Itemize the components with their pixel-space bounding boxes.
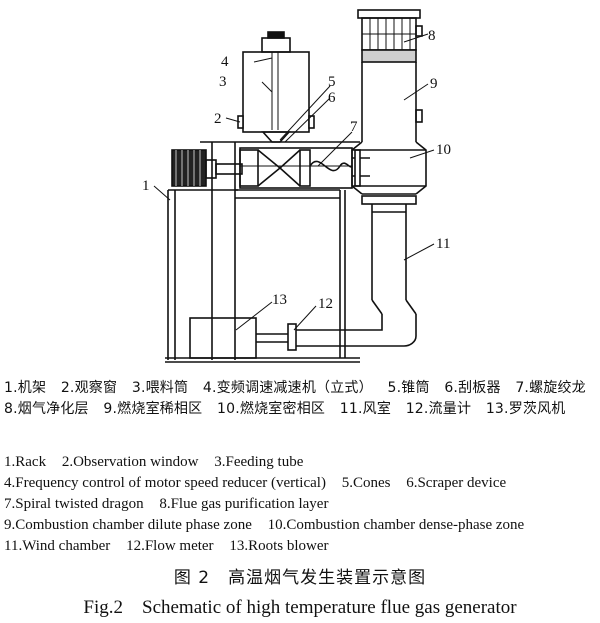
- callout-5: 5: [328, 74, 336, 90]
- legend-chinese: 1.机架 2.观察窗 3.喂料筒 4.变频调速减速机（立式） 5.锥筒 6.刮板…: [4, 378, 598, 420]
- legend-en-item: 1.Rack: [4, 454, 47, 470]
- legend-en-item: 6.Scraper device: [406, 475, 507, 491]
- callout-9: 9: [430, 76, 438, 92]
- motor: [171, 149, 243, 187]
- legend-cn-item: 5.锥筒: [387, 380, 430, 396]
- legend-en-item: 2.Observation window: [61, 454, 199, 470]
- air-duct: [256, 314, 417, 351]
- figure-caption-english: Fig.2 Schematic of high temperature flue…: [83, 597, 517, 618]
- callout-3: 3: [219, 74, 227, 90]
- callout-2: 2: [214, 111, 222, 127]
- legend-en-item: 10.Combustion chamber dense-phase zone: [267, 517, 525, 533]
- legend-en-item: 11.Wind chamber: [4, 538, 111, 554]
- callout-13: 13: [272, 292, 287, 308]
- callout-6: 6: [328, 90, 336, 106]
- legend-en-item: 4.Frequency control of motor speed reduc…: [4, 475, 326, 491]
- callout-8: 8: [428, 28, 436, 44]
- legend-cn-item: 2.观察窗: [60, 380, 118, 396]
- callout-10: 10: [436, 142, 451, 158]
- legend-en-item: 13.Roots blower: [229, 538, 329, 554]
- roots-blower: [189, 317, 257, 359]
- legend-cn-item: 13.罗茨风机: [485, 401, 566, 417]
- legend-cn-item: 8.烟气净化层: [4, 401, 89, 417]
- schematic-diagram: 1 2 3 4 5 6 7 8 9 10 11 12 13: [142, 9, 451, 363]
- callout-4: 4: [221, 54, 229, 70]
- callout-1: 1: [142, 178, 150, 194]
- legend-en-item: 8.Flue gas purification layer: [159, 496, 329, 512]
- legend-en-item: 3.Feeding tube: [214, 454, 304, 470]
- leader-lines: [153, 33, 435, 331]
- legend-en-item: 12.Flow meter: [126, 538, 214, 554]
- legend-cn-item: 1.机架: [4, 380, 47, 396]
- legend-en-item: 5.Cones: [341, 475, 391, 491]
- legend-cn-item: 4.变频调速减速机（立式）: [202, 380, 373, 396]
- callout-12: 12: [318, 296, 333, 312]
- combustion-column: [351, 9, 427, 315]
- legend-en-item: 7.Spiral twisted dragon: [4, 496, 144, 512]
- legend-cn-item: 12.流量计: [405, 401, 472, 417]
- legend-cn-item: 6.刮板器: [444, 380, 501, 396]
- legend-english: 1.Rack 2.Observation window 3.Feeding tu…: [4, 452, 598, 557]
- legend-en-item: 9.Combustion chamber dilute phase zone: [4, 517, 252, 533]
- legend-cn-item: 3.喂料筒: [131, 380, 189, 396]
- figure-caption-chinese: 图 2 高温烟气发生装置示意图: [173, 568, 427, 588]
- legend-cn-item: 10.燃烧室密相区: [217, 401, 326, 417]
- legend-cn-item: 9.燃烧室稀相区: [103, 401, 203, 417]
- cone: [261, 131, 291, 143]
- legend-cn-item: 11.风室: [339, 401, 392, 417]
- callout-7: 7: [350, 119, 358, 135]
- feeding-tube: [237, 31, 315, 133]
- legend-cn-item: 7.螺旋绞龙: [515, 380, 586, 396]
- callout-11: 11: [436, 236, 450, 252]
- screw-housing: [239, 147, 370, 189]
